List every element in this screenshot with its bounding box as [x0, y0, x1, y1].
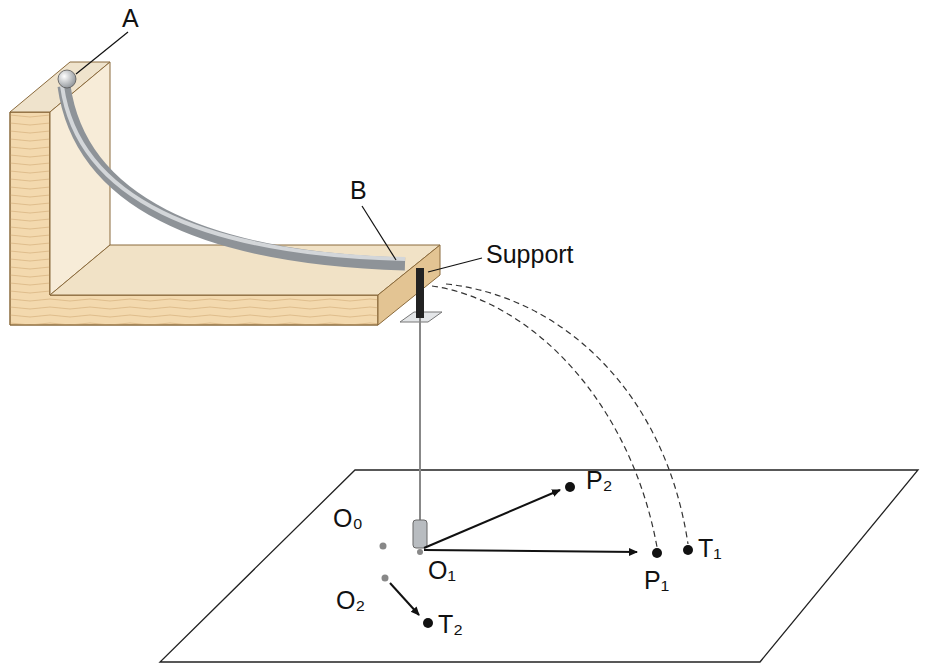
- point-label: T₁: [698, 536, 722, 561]
- displacement-arrow: [390, 583, 419, 615]
- leader-line: [76, 32, 128, 74]
- floor-plane: [160, 470, 918, 662]
- displacement-arrow: [424, 490, 560, 548]
- plumb-line: [419, 318, 421, 522]
- point-label: P₁: [644, 568, 669, 593]
- wooden-stand: [10, 62, 440, 325]
- point-dot: [652, 548, 662, 558]
- point-label: O₂: [336, 588, 365, 613]
- point-label: O₀: [333, 506, 363, 531]
- part-label: A: [122, 6, 139, 31]
- point-dot: [565, 482, 575, 492]
- displacement-arrow: [424, 550, 637, 552]
- trajectory: [446, 284, 688, 544]
- point-label: O₁: [428, 558, 456, 583]
- point-dot: [417, 549, 423, 555]
- ball: [58, 70, 76, 88]
- point-dot: [423, 618, 433, 628]
- leader-line: [362, 206, 396, 260]
- point-dot: [380, 543, 387, 550]
- point-label: T₂: [438, 612, 463, 637]
- plumb-bob: [413, 520, 427, 548]
- leader-line: [428, 258, 482, 272]
- point-label: P₂: [586, 468, 612, 493]
- point-dot: [382, 575, 389, 582]
- part-label: B: [350, 178, 367, 203]
- trajectory: [432, 286, 657, 547]
- support-rod: [416, 268, 424, 318]
- part-label: Support: [486, 242, 574, 267]
- point-dot: [683, 545, 693, 555]
